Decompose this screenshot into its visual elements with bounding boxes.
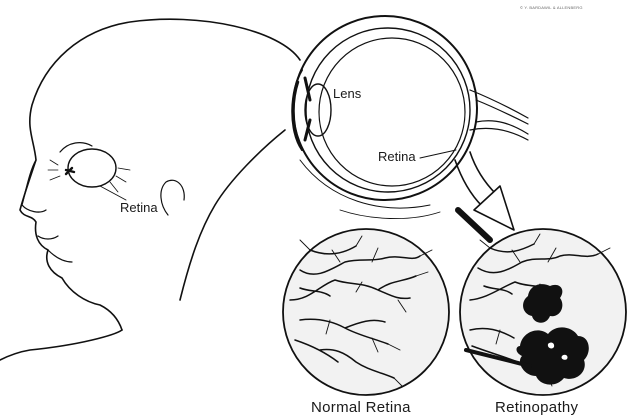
baby-back-neck [180, 130, 285, 300]
baby-eye-dot [66, 168, 74, 174]
optic-nerve [470, 90, 528, 140]
retinopathy-fundus [460, 229, 626, 395]
retinopathy-caption: Retinopathy [495, 399, 578, 416]
baby-retina-leader [100, 186, 126, 200]
credit-text: © Y. BARDAWIL & ALLENBERG [520, 5, 583, 10]
eye-cross-section [292, 16, 528, 219]
eye-retina-label: Retina [378, 149, 416, 164]
baby-eye-circle [68, 149, 116, 187]
lens [305, 84, 331, 136]
baby-retina-label: Retina [120, 200, 158, 215]
baby-neck [0, 330, 122, 360]
baby-eyelid [60, 143, 92, 152]
baby-ear [161, 180, 184, 215]
baby-head-outline [20, 19, 300, 330]
normal-retina-fundus [283, 229, 449, 395]
baby-chin [48, 250, 72, 262]
baby-mouth [38, 236, 58, 239]
normal-retina-caption: Normal Retina [311, 399, 411, 416]
lens-label: Lens [333, 86, 361, 101]
big-arrow [455, 152, 514, 240]
